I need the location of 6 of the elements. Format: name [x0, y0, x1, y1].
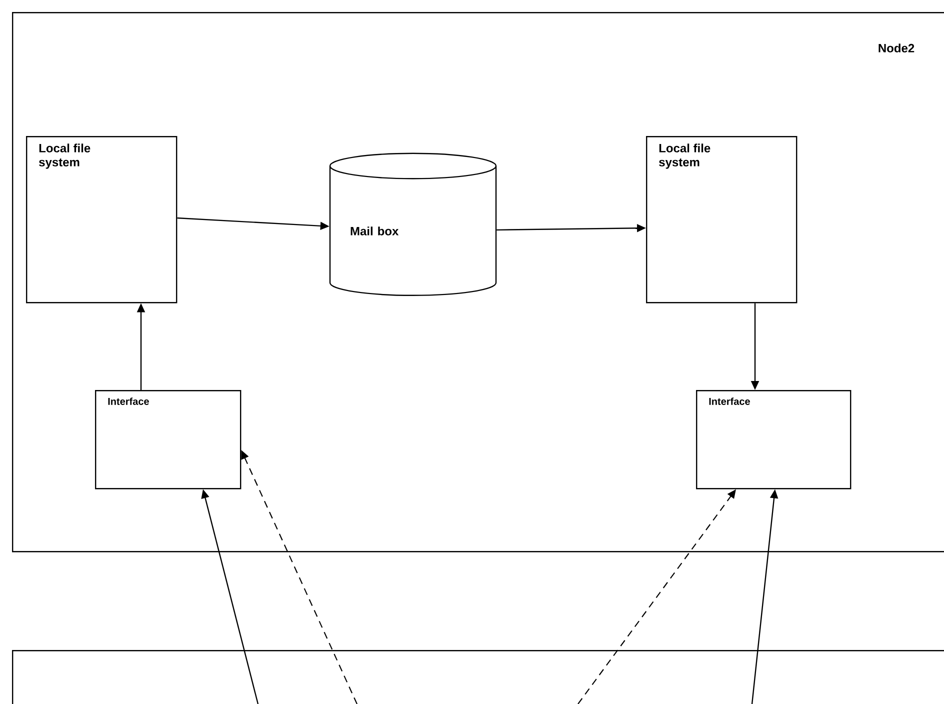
process-box: Local file system	[26, 136, 178, 304]
process-box: Local file system	[646, 136, 798, 304]
panel	[12, 650, 944, 704]
interface-box: Interface	[95, 390, 242, 490]
interface-box: Interface	[696, 390, 852, 490]
database-cylinder: Mail box	[329, 152, 497, 296]
